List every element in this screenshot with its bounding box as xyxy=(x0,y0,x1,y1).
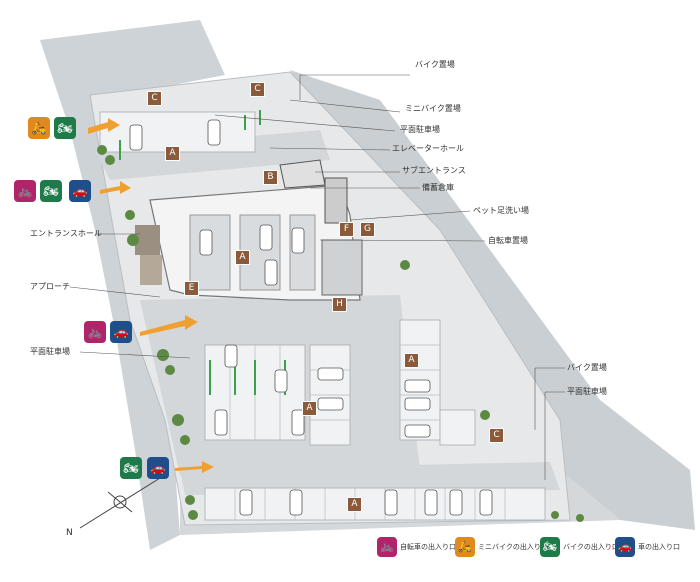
area-tag-a: A xyxy=(302,401,317,416)
legend-label: 自転車の出入り口 xyxy=(400,543,456,551)
label-entrance-hall: エントランスホール xyxy=(30,229,102,238)
scooter-icon: 🛵 xyxy=(28,117,50,139)
car-icon: 🚗 xyxy=(69,180,91,202)
scooter-icon: 🛵 xyxy=(455,537,475,557)
area-tag-c: C xyxy=(250,82,265,97)
label-bike-parking-right: バイク置場 xyxy=(567,363,607,372)
label-sub-entrance: サブエントランス xyxy=(402,166,466,175)
car-icon: 🚗 xyxy=(615,537,635,557)
bicycle-icon: 🚲 xyxy=(377,537,397,557)
area-tag-a: A xyxy=(235,250,250,265)
area-tag-b: B xyxy=(263,170,278,185)
area-tag-a: A xyxy=(404,353,419,368)
area-tag-e: E xyxy=(184,281,199,296)
motorcycle-icon: 🏍 xyxy=(120,457,142,479)
legend-item-bicycle: 🚲 自転車の出入り口 xyxy=(377,537,456,557)
car-icon: 🚗 xyxy=(147,457,169,479)
label-flat-parking-right: 平面駐車場 xyxy=(567,387,607,396)
compass xyxy=(79,477,161,529)
bicycle-icon: 🚲 xyxy=(14,180,36,202)
motorcycle-icon: 🏍 xyxy=(540,537,560,557)
label-pet-wash: ペット足洗い場 xyxy=(473,206,529,215)
legend-label: ミニバイクの出入り口 xyxy=(478,543,548,551)
compass-north-label: N xyxy=(66,528,73,538)
legend-label: バイクの出入り口 xyxy=(563,543,619,551)
label-bike-parking: バイク置場 xyxy=(415,60,455,69)
label-bicycle-parking: 自転車置場 xyxy=(488,236,528,245)
area-tag-g: G xyxy=(360,222,375,237)
label-elevator-hall: エレベーターホール xyxy=(392,144,464,153)
label-storage: 備蓄倉庫 xyxy=(422,183,454,192)
label-approach: アプローチ xyxy=(30,282,70,291)
area-tag-f: F xyxy=(339,222,354,237)
legend-item-car: 🚗 車の出入り口 xyxy=(615,537,680,557)
area-tag-a: A xyxy=(347,497,362,512)
car-icon: 🚗 xyxy=(110,321,132,343)
parking-stall-lines xyxy=(229,344,506,520)
area-tag-h: H xyxy=(332,297,347,312)
leader-lines xyxy=(69,74,565,480)
label-mini-bike-parking: ミニバイク置場 xyxy=(405,104,461,113)
motorcycle-icon: 🏍 xyxy=(40,180,62,202)
trees xyxy=(97,145,584,522)
label-flat-parking-left: 平面駐車場 xyxy=(30,347,70,356)
parked-cars xyxy=(129,119,493,516)
motorcycle-icon: 🏍 xyxy=(54,117,76,139)
legend-item-scooter: 🛵 ミニバイクの出入り口 xyxy=(455,537,548,557)
bicycle-icon: 🚲 xyxy=(84,321,106,343)
legend-label: 車の出入り口 xyxy=(638,543,680,551)
area-tag-a: A xyxy=(165,146,180,161)
entry-arrows xyxy=(88,118,214,473)
area-tag-c: C xyxy=(489,428,504,443)
label-flat-parking: 平面駐車場 xyxy=(400,125,440,134)
legend-item-motorcycle: 🏍 バイクの出入り口 xyxy=(540,537,619,557)
area-tag-c: C xyxy=(147,91,162,106)
